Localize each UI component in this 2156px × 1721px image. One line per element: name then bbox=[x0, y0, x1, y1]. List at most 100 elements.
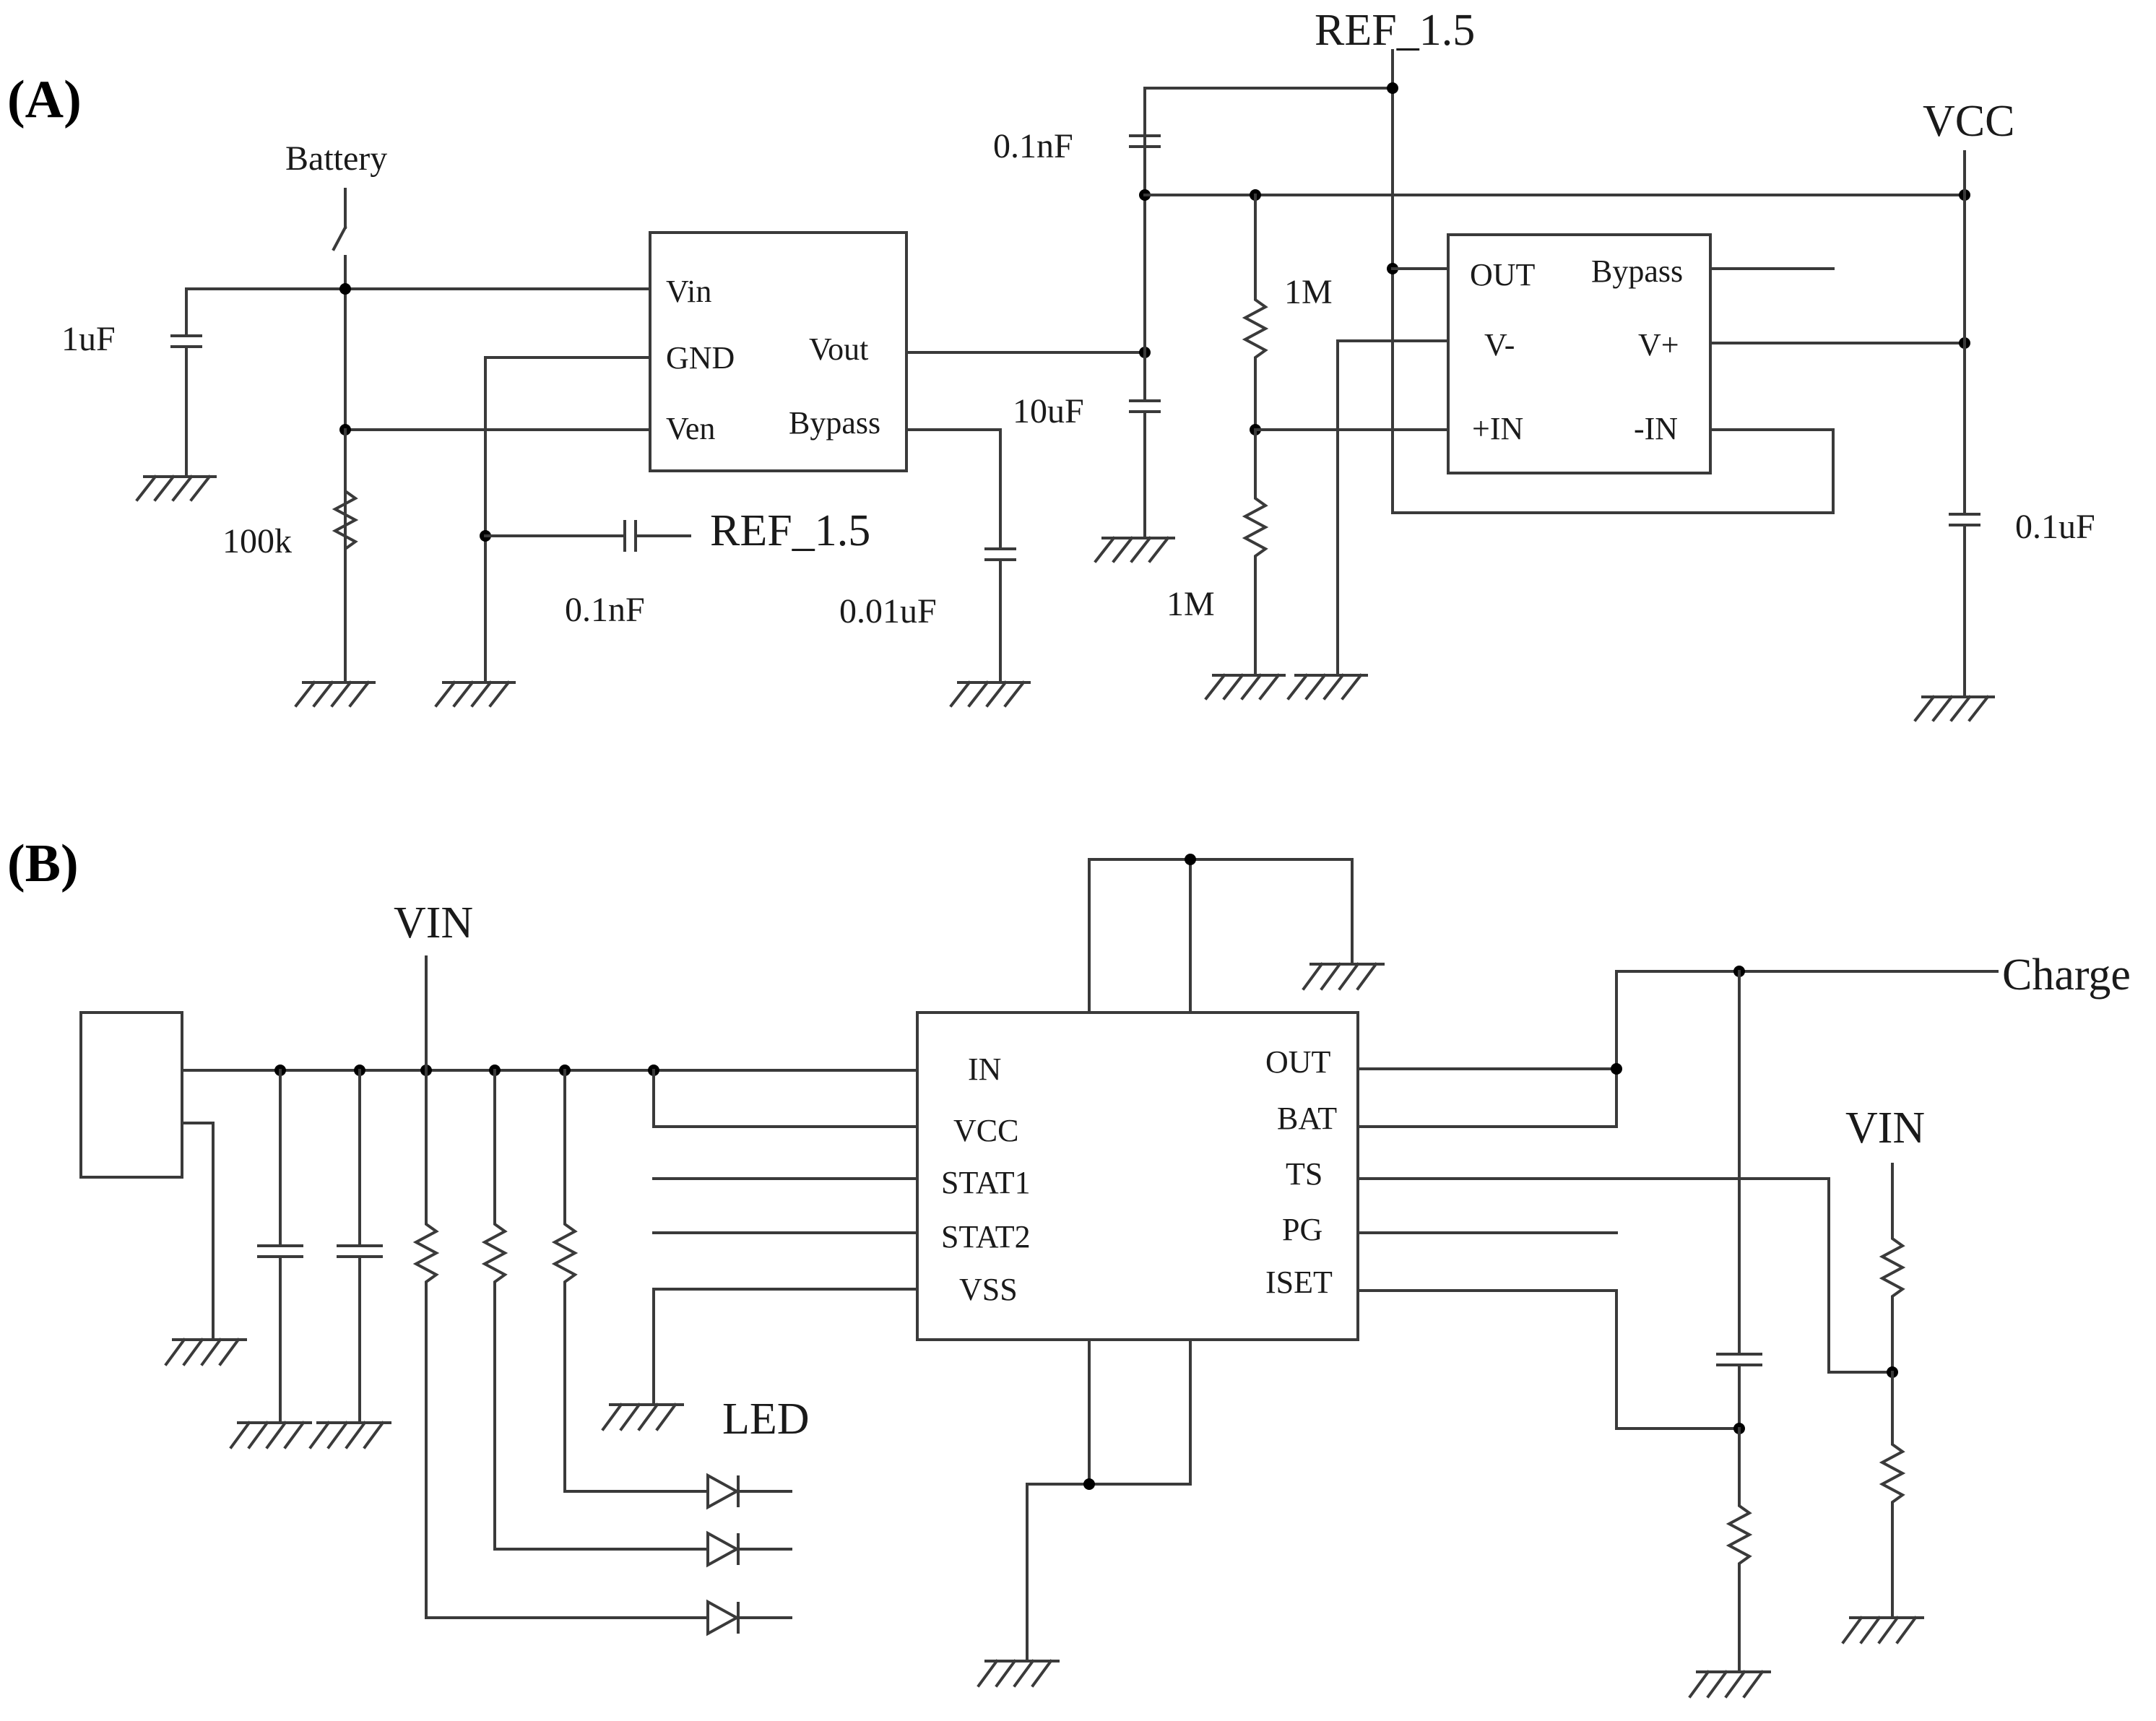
v-minus-wire bbox=[1336, 339, 1450, 677]
battery-switch: Battery bbox=[285, 139, 387, 290]
top-net-label: REF_1.5 bbox=[1315, 6, 1475, 55]
led-branch-2 bbox=[481, 1069, 792, 1568]
bottom-ground-loop bbox=[1088, 1338, 1192, 1486]
cap-top-label: 0.1nF bbox=[993, 127, 1073, 165]
resistor-100k: 100k bbox=[222, 428, 359, 684]
pin-stat1: STAT1 bbox=[941, 1165, 1031, 1200]
ref-net-label: REF_1.5 bbox=[710, 506, 870, 555]
res-1m-bottom-label: 1M bbox=[1166, 585, 1215, 623]
capacitor-input-1 bbox=[257, 1069, 303, 1424]
pin-out: OUT bbox=[1470, 257, 1536, 292]
pin-vcc: VCC bbox=[953, 1113, 1018, 1148]
capacitor-10uf: 10uF bbox=[1013, 194, 1161, 539]
bat-wire bbox=[1356, 970, 1999, 1128]
pin-stat2: STAT2 bbox=[941, 1219, 1031, 1254]
ground-symbol bbox=[977, 1659, 1060, 1688]
junction-dot bbox=[1083, 1478, 1095, 1490]
panel-b: (B) VIN bbox=[7, 834, 2131, 1699]
pin-ts: TS bbox=[1286, 1156, 1322, 1192]
cap-ref-label: 0.1nF bbox=[565, 591, 645, 629]
ground-symbol bbox=[601, 1403, 684, 1431]
pin-pg: PG bbox=[1282, 1212, 1322, 1247]
pin-bypass-opamp: Bypass bbox=[1591, 253, 1683, 289]
pin-vss: VSS bbox=[959, 1272, 1018, 1307]
pin-in: IN bbox=[968, 1052, 1001, 1087]
capacitor-0-1uf: 0.1uF bbox=[1949, 150, 2095, 698]
capacitor-input-2 bbox=[337, 1069, 383, 1424]
led-branch-1 bbox=[551, 1069, 792, 1510]
panel-a-label: (A) bbox=[7, 70, 82, 129]
pin-out: OUT bbox=[1265, 1044, 1331, 1080]
led-diode-icon bbox=[706, 1473, 740, 1510]
capacitor-0-01uf: 0.01uF bbox=[839, 428, 1016, 684]
vcc-label: VCC bbox=[1923, 97, 2014, 146]
capacitor-battery bbox=[1716, 970, 1762, 1430]
capacitor-ref: REF_1.5 0.1nF bbox=[484, 506, 870, 629]
capacitor-1uf: 1uF bbox=[61, 287, 202, 478]
pin-minus-in: -IN bbox=[1634, 411, 1678, 446]
cap-0-01uf-label: 0.01uF bbox=[839, 592, 937, 630]
resistor-1m-top: 1M bbox=[1242, 194, 1333, 431]
resistor-ts-bottom bbox=[1879, 1371, 1906, 1619]
pin-gnd: GND bbox=[666, 340, 735, 376]
vcc-wire bbox=[652, 1069, 919, 1128]
pin-bypass: Bypass bbox=[789, 405, 880, 441]
resistor-iset bbox=[1726, 1427, 1753, 1673]
charge-label: Charge bbox=[2002, 950, 2131, 1000]
ref-out-wire bbox=[1391, 49, 1835, 514]
res-1m-top-label: 1M bbox=[1284, 273, 1333, 311]
capacitor-top: 0.1nF bbox=[993, 87, 1394, 196]
top-ground-loop bbox=[1088, 858, 1354, 1014]
ldo-regulator: Vin GND Ven Vout Bypass bbox=[649, 231, 908, 472]
connector-gnd-wire bbox=[181, 1122, 215, 1341]
junction-dot bbox=[1185, 854, 1196, 865]
pin-bat: BAT bbox=[1277, 1101, 1337, 1136]
input-connector bbox=[79, 1011, 183, 1179]
opamp: OUT V- +IN Bypass V+ -IN bbox=[1447, 233, 1712, 474]
ts-wire bbox=[1356, 1177, 1894, 1374]
panel-a: (A) Battery 1uF 100k REF_1.5 bbox=[7, 6, 2095, 722]
junction-dot bbox=[1611, 1063, 1622, 1075]
res-100k-label: 100k bbox=[222, 522, 292, 560]
led-diode-icon bbox=[706, 1530, 740, 1568]
pin-v-minus: V- bbox=[1484, 327, 1515, 363]
pin-vout: Vout bbox=[809, 331, 868, 367]
ground-symbol bbox=[1094, 536, 1175, 563]
ground-symbol bbox=[1302, 962, 1385, 991]
resistor-ts-top bbox=[1879, 1163, 1906, 1374]
ground-symbol bbox=[949, 680, 1031, 708]
junction-dot bbox=[1387, 82, 1398, 94]
pin-v-plus: V+ bbox=[1638, 327, 1679, 363]
ground-symbol bbox=[294, 680, 376, 708]
led-label: LED bbox=[722, 1395, 810, 1444]
ground-symbol bbox=[1688, 1670, 1771, 1699]
ground-symbol bbox=[135, 474, 217, 502]
charger-ic: IN VCC STAT1 STAT2 VSS OUT BAT TS PG ISE… bbox=[916, 1011, 1359, 1341]
ground-symbol bbox=[1204, 673, 1286, 701]
ground-symbol bbox=[1286, 673, 1368, 701]
bottom-ground-wire bbox=[1026, 1483, 1091, 1663]
ground-symbol bbox=[434, 680, 516, 708]
ground-symbol bbox=[1841, 1616, 1924, 1644]
resistor-1m-bottom: 1M bbox=[1166, 428, 1269, 677]
pin-ven: Ven bbox=[666, 411, 715, 446]
cap-1uf-label: 1uF bbox=[61, 320, 116, 358]
pin-vin: Vin bbox=[666, 274, 711, 309]
led-branch-3 bbox=[412, 1069, 792, 1637]
led-diode-icon bbox=[706, 1599, 740, 1637]
junction-dot bbox=[339, 283, 351, 295]
pin-plus-in: +IN bbox=[1472, 411, 1523, 446]
vin-right-label: VIN bbox=[1845, 1104, 1925, 1153]
panel-b-label: (B) bbox=[7, 834, 79, 893]
ground-symbol bbox=[164, 1338, 247, 1366]
ground-symbol bbox=[308, 1421, 391, 1449]
battery-label: Battery bbox=[285, 139, 387, 178]
pin-iset: ISET bbox=[1265, 1265, 1333, 1300]
cap-10uf-label: 10uF bbox=[1013, 392, 1084, 430]
vin-label: VIN bbox=[394, 898, 473, 948]
vss-wire bbox=[652, 1288, 919, 1406]
gnd-wire bbox=[484, 356, 651, 684]
ground-symbol bbox=[229, 1421, 312, 1449]
iset-wire bbox=[1356, 1289, 1741, 1430]
